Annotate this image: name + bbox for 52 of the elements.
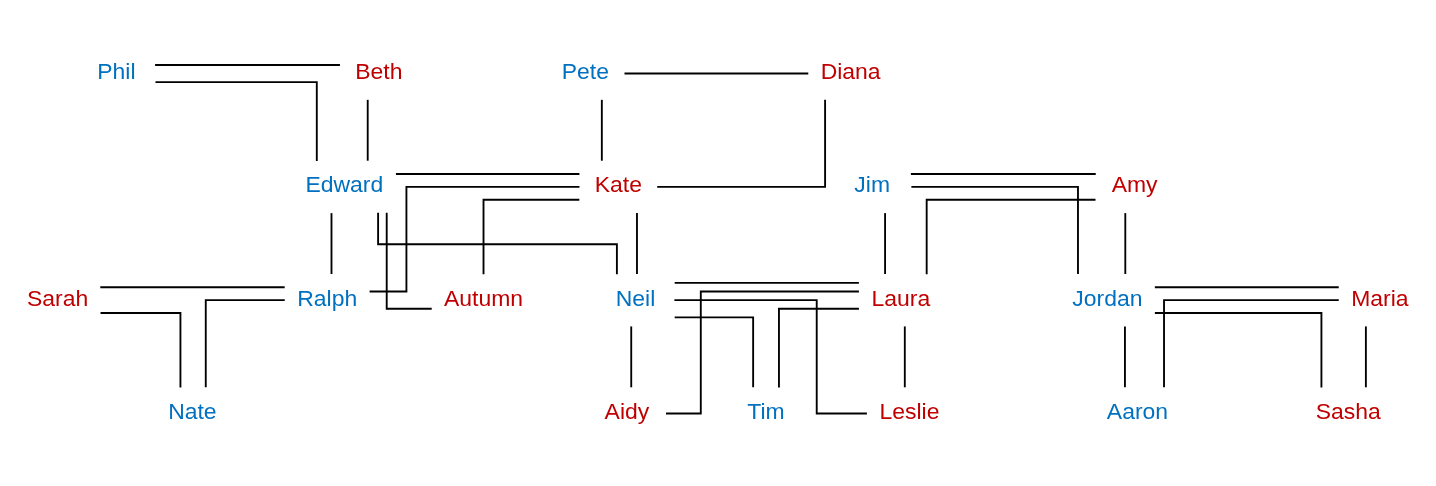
node-text: Ralph bbox=[297, 284, 358, 311]
node-text: Edward bbox=[305, 170, 384, 197]
node-text: Sarah bbox=[26, 284, 89, 311]
node-text: Kate bbox=[594, 170, 642, 197]
connector bbox=[884, 211, 886, 275]
connector bbox=[1124, 211, 1127, 275]
connector bbox=[623, 72, 810, 74]
node-text: Jim bbox=[854, 170, 891, 197]
connector bbox=[910, 185, 1079, 275]
node-text: Nate bbox=[168, 397, 217, 424]
connector bbox=[99, 285, 286, 288]
connector bbox=[778, 307, 860, 388]
connector bbox=[656, 98, 826, 188]
node-text: Jordan bbox=[1072, 284, 1143, 311]
connector bbox=[99, 311, 182, 388]
node-text: Phil bbox=[97, 57, 136, 84]
node-text: Amy bbox=[1111, 170, 1158, 197]
node-text: Leslie bbox=[879, 397, 940, 424]
connector bbox=[482, 198, 581, 275]
node-text: Diana bbox=[820, 57, 881, 84]
connector bbox=[1364, 325, 1367, 388]
connector bbox=[673, 281, 860, 284]
connector bbox=[330, 211, 333, 275]
node-text: Sasha bbox=[1315, 397, 1381, 424]
node-text: Autumn bbox=[443, 284, 524, 311]
connector bbox=[368, 185, 581, 292]
connector bbox=[385, 211, 433, 310]
connector bbox=[600, 98, 603, 162]
connector bbox=[925, 198, 1097, 275]
connector bbox=[366, 98, 369, 162]
node-text: Pete bbox=[561, 57, 609, 84]
node-text: Aaron bbox=[1106, 397, 1169, 424]
connector bbox=[909, 172, 1097, 175]
node-text: Maria bbox=[1351, 284, 1409, 311]
node-text: Aidy bbox=[604, 397, 650, 424]
node-text: Laura bbox=[871, 284, 931, 311]
connector bbox=[636, 211, 638, 275]
connector bbox=[1153, 285, 1340, 288]
connector bbox=[673, 315, 755, 388]
connector bbox=[1124, 325, 1126, 388]
connector bbox=[154, 63, 341, 66]
connector bbox=[204, 298, 286, 388]
node-text: Tim bbox=[747, 397, 785, 424]
connector bbox=[1153, 311, 1323, 388]
connector bbox=[395, 172, 581, 175]
connector bbox=[1163, 298, 1340, 388]
node-text: Neil bbox=[615, 284, 656, 311]
connector bbox=[154, 80, 318, 162]
connector bbox=[377, 211, 618, 275]
node-text: Beth bbox=[355, 57, 403, 84]
connector bbox=[630, 325, 633, 388]
connector bbox=[903, 325, 906, 388]
